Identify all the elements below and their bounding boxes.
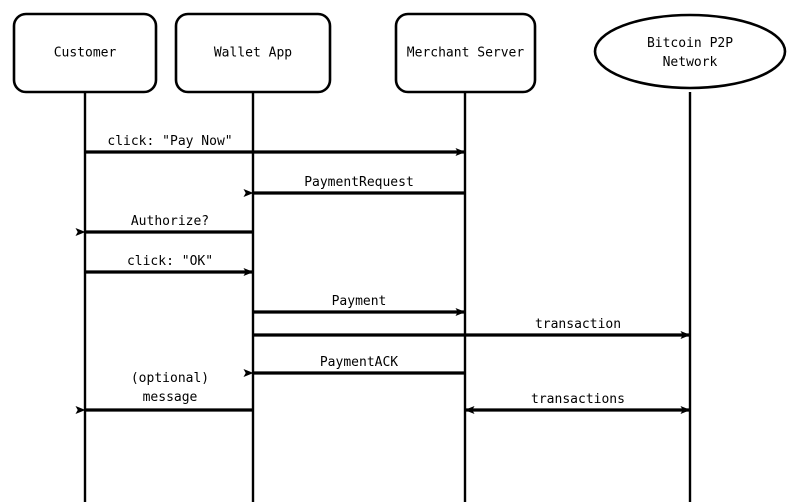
message-label-msg-transactions: transactions: [531, 392, 625, 407]
message-msg-transactions[interactable]: transactions: [464, 392, 691, 414]
participant-network[interactable]: Bitcoin P2P Network: [593, 13, 787, 90]
message-label-msg-payment: Payment: [332, 294, 387, 309]
participant-merchant[interactable]: Merchant Server: [394, 12, 537, 94]
message-label-msg-optional-message-line1: (optional): [131, 371, 209, 386]
participant-label-customer: Customer: [54, 46, 117, 61]
message-label-msg-optional-message-line2: message: [143, 390, 198, 405]
message-msg-payment-ack[interactable]: PaymentACK: [243, 355, 465, 377]
message-label-msg-payment-ack: PaymentACK: [320, 355, 398, 370]
message-msg-payment[interactable]: Payment: [253, 294, 466, 316]
messages-group: click: "Pay Now" PaymentRequestAuthorize?…: [75, 134, 691, 414]
participant-label-merchant: Merchant Server: [407, 46, 525, 61]
participant-label-network-line2: Network: [663, 55, 718, 70]
message-label-msg-click-pay-now: click: "Pay Now": [107, 134, 232, 149]
message-msg-click-pay-now[interactable]: click: "Pay Now": [85, 134, 466, 156]
message-label-msg-transaction: transaction: [535, 317, 621, 332]
message-msg-transaction[interactable]: transaction: [253, 317, 691, 339]
participant-wallet[interactable]: Wallet App: [174, 12, 332, 94]
message-label-msg-payment-request: PaymentRequest: [304, 175, 414, 190]
message-msg-payment-request[interactable]: PaymentRequest: [243, 175, 465, 197]
participant-shape-wallet: [174, 12, 332, 94]
participant-shape-merchant: [394, 12, 537, 94]
message-label-msg-authorize: Authorize?: [131, 214, 209, 229]
participant-shape-network: [593, 13, 787, 90]
message-label-msg-click-ok: click: "OK": [127, 254, 213, 269]
participant-customer[interactable]: Customer: [12, 12, 158, 94]
lifelines-group: [83, 92, 692, 502]
message-msg-optional-message[interactable]: (optional) message: [75, 371, 253, 414]
message-msg-authorize[interactable]: Authorize?: [75, 214, 253, 236]
participants-group: Customer Wallet App Merchant Server Bitcoin…: [12, 12, 787, 94]
message-msg-click-ok[interactable]: click: "OK": [85, 254, 254, 276]
participant-label-wallet: Wallet App: [214, 46, 292, 61]
participant-shape-customer: [12, 12, 158, 94]
participant-label-network-line1: Bitcoin P2P: [647, 36, 733, 51]
